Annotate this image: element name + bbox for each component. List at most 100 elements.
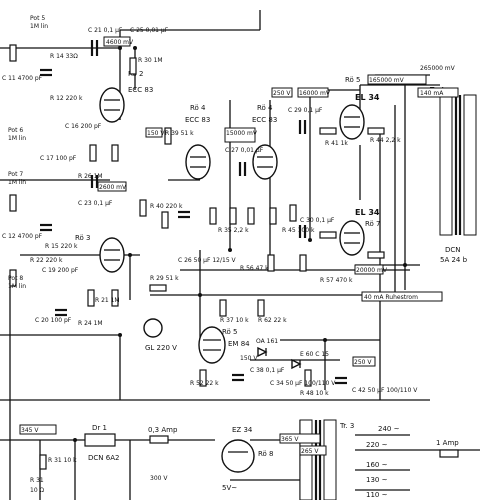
voltage-m: 265 V — [301, 448, 319, 455]
res-13: R 22 220 k — [30, 257, 63, 264]
tap-5v: 5V~ — [222, 484, 237, 492]
res-10: R 44 2,2 k — [370, 137, 401, 144]
cap-13: C 34 50 µF 100/110 V — [270, 380, 336, 387]
tr3-label: Tr. 3 — [339, 422, 354, 430]
tube-v1-name: ECC 83 — [128, 86, 153, 94]
fuse2-label: 1 Amp — [436, 439, 459, 447]
ohm-label: 10 Ω — [30, 487, 45, 494]
tube-v7-ref: Rö 8 — [258, 450, 274, 458]
tube-v5-ref: Rö 7 — [365, 220, 381, 228]
cap-5: C 12 4700 pF — [2, 233, 43, 240]
cap-7: C 20 100 pF — [35, 317, 72, 324]
voltage-b: 250 V — [273, 90, 291, 97]
r31-label: R 31 — [30, 477, 44, 484]
res-2: R 15 220 k — [45, 243, 78, 250]
dcn-type-label: 5A 24 b — [440, 256, 468, 264]
power-supply-labels: Dr 1 DCN 6A2 0,3 Amp 1 Amp 240 ~ 220 ~ 1… — [30, 65, 459, 499]
ma-label: 140 mA — [420, 90, 444, 97]
res-11: R 52 22 k — [190, 380, 219, 387]
cap-3: C 16 200 pF — [65, 123, 102, 130]
glow-lamp: GL 220 V — [143, 318, 177, 352]
res-0: R 14 33Ω — [50, 53, 78, 60]
tube-v3-name: ECC 83 — [252, 116, 277, 124]
res-7: R 35 2,2 k — [218, 227, 249, 234]
voltage-k: 250 V — [354, 359, 372, 366]
res-9: R 41 1k — [325, 140, 348, 147]
tube-v3-ref: Rö 4 — [257, 104, 273, 112]
tap-220: 220 ~ — [366, 441, 388, 449]
res-20: R 37 10 k — [220, 317, 249, 324]
mains-transformer: Tr. 3 — [299, 419, 354, 500]
res-17: R 62 22 k — [258, 317, 287, 324]
e60-label: E 60 C 15 — [300, 351, 329, 358]
pot-8-value: 1M lin — [8, 283, 26, 290]
res-5: R 40 220 k — [150, 203, 183, 210]
cap-12: C 30 0,1 µF — [300, 217, 335, 224]
glow-lamp-label: GL 220 V — [145, 344, 177, 352]
tap-110: 110 ~ — [366, 491, 388, 499]
voltage-annotations: 4600 mV 150 V 2600 mV 15000 mV 250 V 160… — [19, 36, 459, 456]
tube-v5: EL 34 Rö 7 — [339, 208, 381, 256]
tap-160: 160 ~ — [366, 461, 388, 469]
voltage-f: 15000 mV — [226, 130, 258, 137]
diode-label: OA 161 — [256, 338, 278, 345]
cap-4: C 17 100 pF — [40, 155, 77, 162]
pot-6-value: 1M lin — [8, 135, 26, 142]
res-19: R 56 47 k — [240, 265, 269, 272]
res-12: R 21 1M — [95, 297, 120, 304]
res-8: R 45 100 k — [282, 227, 315, 234]
pot-5-value: 1M lin — [30, 23, 48, 30]
tube-v3: ECC 83 Rö 4 — [252, 104, 278, 180]
res-1: R 12 220 k — [50, 95, 83, 102]
tube-v7-name: EZ 34 — [232, 426, 253, 434]
tube-v2-name: ECC 83 — [185, 116, 210, 124]
voltage-g: 16000 mV — [299, 90, 331, 97]
voltage-h: 20000 mV — [356, 267, 388, 274]
tube-v8: Rö 3 — [75, 234, 125, 273]
capacitor-labels: C 21 0,1 µF C 25 0,01 µF C 11 4700 pF C … — [2, 27, 418, 394]
res-4: R 26 1M — [78, 173, 103, 180]
cap-10: C 27 0,01 µF — [225, 147, 264, 154]
res-21: R 31 10 k — [48, 457, 77, 464]
cap-15: C 38 0,1 µF — [250, 367, 285, 374]
tap-240: 240 ~ — [378, 425, 400, 433]
pot-6-ref: Pot 6 — [8, 127, 23, 134]
res-14: R 29 51 k — [150, 275, 179, 282]
res-18: R 48 10 k — [300, 390, 329, 397]
dcn-label: DCN — [445, 246, 461, 254]
voltage-l: 150 V — [240, 355, 258, 362]
resistor-labels: R 14 33Ω R 12 220 k R 15 220 k R 30 1M R… — [30, 53, 401, 464]
cap-9: C 26 50 µF 12/15 V — [178, 257, 237, 264]
voltage-o: 345 V — [21, 427, 39, 434]
diode-group: OA 161 E 60 C 15 — [256, 338, 329, 370]
cap-1: C 25 0,01 µF — [130, 27, 169, 34]
res-15: R 39 51 k — [165, 130, 194, 137]
voltage-c: 300 V — [150, 475, 168, 482]
voltage-e: 2600 mV — [99, 184, 127, 191]
resistor-group — [9, 44, 459, 470]
cap-8: C 23 0,1 µF — [78, 200, 113, 207]
tube-v2-ref: Rö 4 — [190, 104, 206, 112]
tube-v4-ref: Rö 5 — [345, 76, 361, 84]
tube-v8-ref: Rö 3 — [75, 234, 91, 242]
fuse1-label: 0,3 Amp — [148, 426, 178, 434]
pot-7-value: 1M lin — [8, 179, 26, 186]
capacitor-group — [40, 40, 347, 385]
tap-130: 130 ~ — [366, 476, 388, 484]
tube-v6: EM 84 Rö 5 — [198, 326, 250, 364]
cap-0: C 21 0,1 µF — [88, 27, 123, 34]
pot-8-ref: Pot 8 — [8, 275, 23, 282]
potentiometer-labels: Pot 5 1M lin Pot 6 1M lin Pot 7 1M lin P… — [8, 15, 48, 290]
tube-v1: ECC 83 Rö 2 — [99, 70, 153, 123]
tube-v5-name: EL 34 — [355, 208, 380, 217]
cap-2: C 11 4700 pF — [2, 75, 43, 82]
res-6: R 24 1M — [78, 320, 103, 327]
pot-5-ref: Pot 5 — [30, 15, 45, 22]
nf-label: 40 mA Ruhestrom — [364, 294, 418, 301]
tube-v6-ref: Rö 5 — [222, 328, 238, 336]
tube-v6-name: EM 84 — [228, 340, 250, 348]
choke-type: DCN 6A2 — [88, 454, 119, 462]
voltage-a: 150 V — [147, 130, 165, 137]
tube-v7: EZ 34 Rö 8 — [221, 426, 274, 473]
